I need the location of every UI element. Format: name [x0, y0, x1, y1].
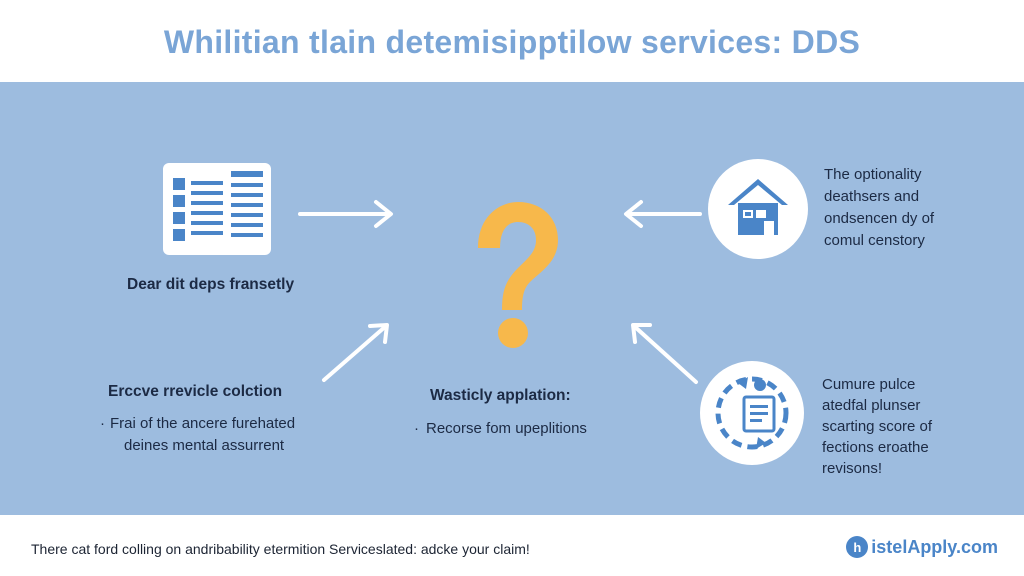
question-mark-icon: [464, 198, 564, 354]
house-icon: [708, 159, 808, 259]
node-text-right-bottom: Cumure pulce atedfal plunser scarting sc…: [822, 374, 932, 479]
text-line: comul censtory: [824, 232, 925, 249]
bullet-text: Frai of the ancere furehated: [110, 415, 296, 432]
brand-text: istelApply.com: [871, 536, 998, 557]
arrow-up-left-icon: [626, 318, 702, 386]
page-header: Whilitian tlain detemisipptilow services…: [0, 0, 1024, 82]
text-line: fections eroathe: [822, 439, 929, 456]
footer-note: There cat ford colling on andribability …: [31, 541, 530, 557]
bullet-text-continuation: deines mental assurrent: [124, 437, 285, 454]
node-text-right-top: The optionality deathsers and ondsencen …: [824, 164, 934, 252]
bullet-marker: ·: [100, 415, 105, 432]
bullet-marker: ·: [414, 420, 419, 437]
node-title-center-bottom: Wasticly applation:: [430, 387, 571, 404]
text-line: deathsers and: [824, 188, 920, 205]
text-line: scarting score of: [822, 418, 933, 435]
page-title: Whilitian tlain detemisipptilow services…: [163, 23, 861, 60]
arrow-right-icon: [298, 199, 398, 229]
bullet-text: Recorse fom upeplitions: [426, 420, 587, 437]
text-line: The optionality: [824, 166, 922, 183]
text-line: atedfal plunser: [822, 397, 921, 414]
brand-logo-icon: h: [846, 536, 869, 558]
arrow-left-icon: [620, 199, 704, 229]
cycle-document-icon: [700, 361, 804, 465]
text-line: revisons!: [822, 460, 883, 477]
text-line: ondsencen dy of: [824, 210, 935, 227]
document-list-icon: [161, 161, 273, 257]
brand-link[interactable]: h istelApply.com: [846, 536, 998, 558]
node-label-left-top: Dear dit deps fransetly: [127, 276, 295, 293]
node-title-left-bottom: Erccve rrevicle colction: [108, 383, 283, 400]
arrow-up-right-icon: [318, 318, 394, 386]
text-line: Cumure pulce: [822, 376, 916, 393]
